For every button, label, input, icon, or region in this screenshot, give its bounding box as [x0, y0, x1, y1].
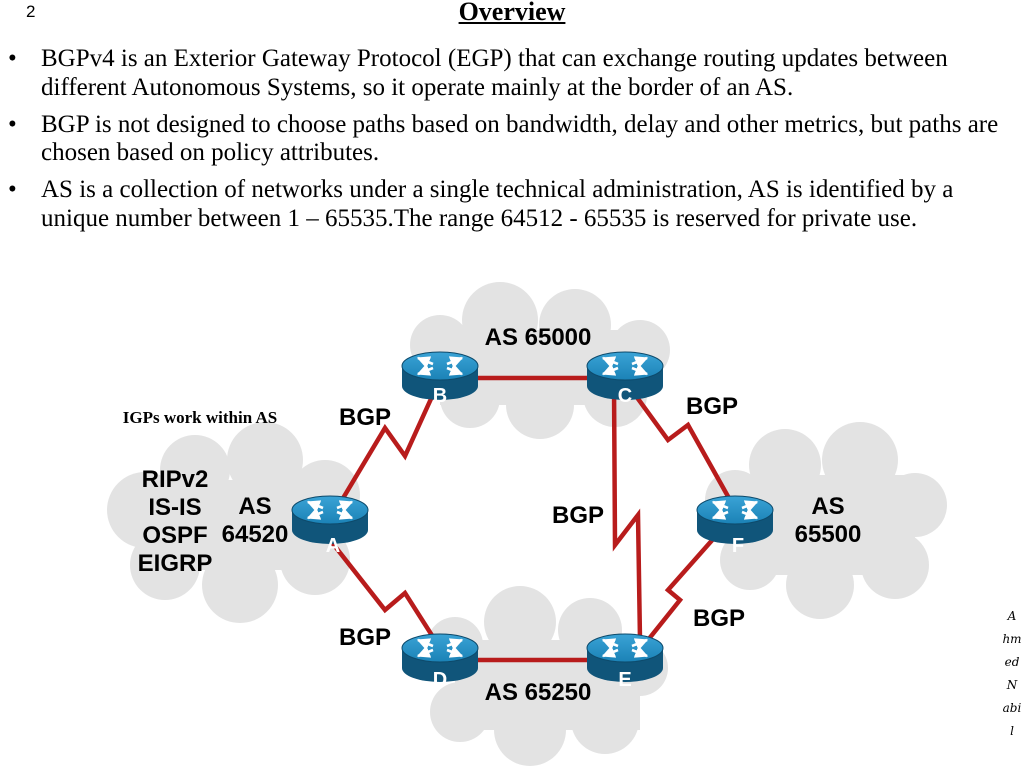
page-title: Overview — [458, 0, 566, 26]
bullet-text: BGP is not designed to choose paths base… — [41, 110, 999, 167]
author-part: abi — [1002, 701, 1022, 715]
bullet-item: • BGP is not designed to choose paths bas… — [0, 111, 1024, 169]
link-e-f-bgp — [646, 518, 732, 642]
as-label-bottom: AS 65250 — [485, 679, 592, 706]
author-part: A — [1007, 609, 1017, 623]
as-label-left: AS — [238, 493, 271, 520]
router-f: F — [697, 496, 773, 557]
cloud-as-64520 — [107, 422, 360, 623]
as-label-top: AS 65000 — [485, 324, 592, 351]
bullet-text: AS is a collection of networks under a s… — [41, 176, 954, 232]
router-label: F — [732, 535, 744, 557]
slide-number: 2 — [26, 2, 36, 21]
igp-note: IGPs work within AS — [123, 408, 277, 427]
router-c: C — [587, 352, 663, 407]
bgp-label-ef: BGP — [693, 605, 745, 632]
link-a-b-bgp — [328, 389, 438, 522]
router-b: B — [402, 352, 478, 407]
author-part: ed — [1004, 655, 1020, 669]
link-c-e-bgp — [611, 384, 643, 641]
link-a-d-bgp — [328, 538, 442, 650]
bullet-icon: • — [8, 110, 17, 138]
bullet-item: • AS is a collection of networks under a … — [0, 176, 1024, 234]
igp-isis: IS-IS — [148, 494, 201, 521]
link-c-f-bgp — [626, 383, 732, 502]
as-number-left: 64520 — [222, 521, 289, 548]
router-label: E — [618, 669, 631, 691]
as-label-right: AS — [811, 493, 844, 520]
bgp-label-ad: BGP — [339, 624, 391, 651]
author-part: hm — [1002, 632, 1022, 646]
bullet-text: BGPv4 is an Exterior Gateway Protocol (E… — [41, 45, 948, 101]
igp-eigrp: EIGRP — [138, 550, 213, 577]
bgp-label-cf: BGP — [686, 393, 738, 420]
router-d: D — [402, 634, 478, 691]
author-part: l — [1010, 724, 1014, 738]
bgp-label-ab: BGP — [339, 404, 391, 431]
as-number-right: 65500 — [795, 521, 862, 548]
author-part: N — [1006, 678, 1018, 692]
author-signature: A hm ed N abi l — [1001, 605, 1023, 743]
router-label: B — [433, 385, 447, 407]
bgp-label-ce: BGP — [552, 502, 604, 529]
router-label: D — [433, 669, 447, 691]
router-a: A — [292, 496, 368, 557]
router-label: A — [326, 535, 340, 557]
bullet-icon: • — [8, 176, 17, 203]
igp-ospf: OSPF — [142, 522, 207, 549]
igp-rip: RIPv2 — [142, 466, 209, 493]
bullet-item: • BGPv4 is an Exterior Gateway Protocol (… — [0, 45, 1024, 103]
bgp-topology-diagram: A B C D E F AS 65000 AS 64520 AS 65500 A… — [107, 282, 947, 766]
bullet-list: • BGPv4 is an Exterior Gateway Protocol (… — [0, 45, 1024, 242]
router-label: C — [618, 385, 632, 407]
bullet-icon: • — [8, 45, 17, 72]
router-e: E — [587, 634, 663, 691]
